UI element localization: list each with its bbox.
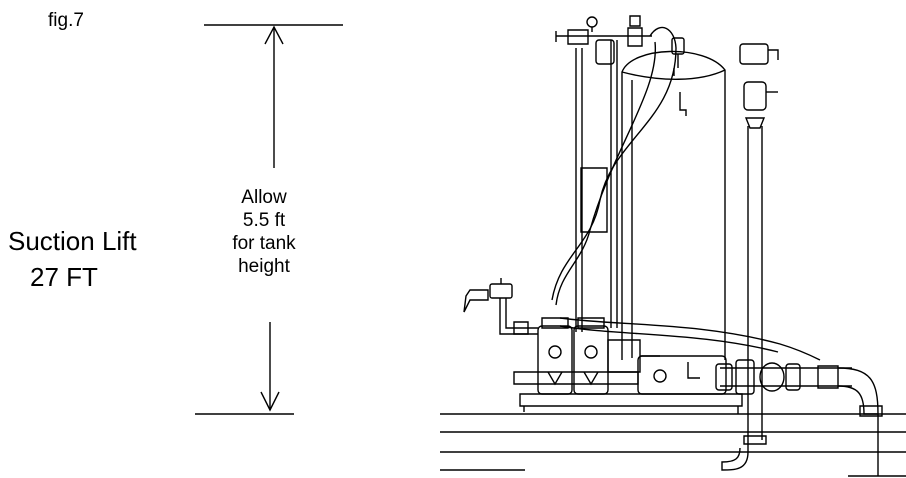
union-coupling: [786, 364, 800, 390]
discharge-elbow-top: [768, 50, 778, 60]
column-handle: [464, 290, 488, 312]
calibration-column: [464, 278, 538, 334]
pump-left-head: [542, 318, 568, 328]
discharge-pipe: [722, 44, 778, 470]
tank-outlet-elbow: [688, 362, 700, 378]
discharge-elbow-bottom: [722, 440, 748, 470]
pressure-gauge: [587, 17, 597, 27]
dimension-label-line-2: 5.5 ft: [242, 210, 286, 231]
suction-line: [716, 360, 882, 416]
pump-right-check: [584, 372, 598, 384]
ball-valve: [760, 363, 784, 391]
tank-top-probe: [672, 38, 684, 68]
pump-left-check: [548, 372, 562, 384]
flow-meter: [581, 168, 607, 232]
dimension-down-arrowhead: [261, 392, 279, 410]
pipe-coupling-right: [818, 366, 838, 388]
column-drain-arm-2: [506, 298, 538, 328]
valve-block-right: [628, 28, 642, 46]
valve-block-left: [568, 30, 588, 44]
hose-main: [552, 27, 676, 300]
skid-base: [520, 394, 742, 406]
tank-top-rim: [622, 70, 725, 79]
suction-valve-2: [736, 360, 754, 394]
tank-fitting: [680, 92, 686, 116]
tank-drain-port: [654, 370, 666, 382]
suction-lift-value: 27 FT: [30, 262, 98, 292]
pump-left-body: [538, 326, 572, 394]
hose-lower-2: [560, 326, 778, 352]
feed-hoses: [552, 27, 820, 360]
suction-valve-1: [716, 364, 732, 390]
dimension-label: Allow 5.5 ft for tank height: [214, 186, 314, 278]
pump-right-dial: [585, 346, 597, 358]
column-valve: [514, 322, 528, 334]
ground-lines: [440, 414, 906, 476]
supply-riser: [556, 16, 652, 332]
suction-drop-elbow: [838, 368, 878, 414]
pump-mount-plate: [514, 372, 638, 384]
dimension-label-line-4: height: [238, 256, 290, 277]
column-cap: [490, 284, 512, 298]
hose-lower: [560, 318, 820, 360]
figure-label: fig.7: [48, 10, 84, 31]
pump-left-dial: [549, 346, 561, 358]
tank-base-sump: [638, 356, 726, 394]
discharge-tee: [740, 44, 768, 64]
dimension-label-line-1: Allow: [241, 187, 287, 208]
suction-drop-coupling: [860, 406, 882, 416]
discharge-coupling: [744, 436, 766, 444]
storage-tank: [622, 51, 726, 394]
tank-body: [622, 51, 725, 360]
pump-skid: [514, 318, 742, 414]
union-fitting: [744, 117, 766, 129]
filter-housing: [596, 40, 614, 64]
hose-secondary: [556, 42, 655, 305]
dimension-label-line-3: for tank: [232, 233, 296, 254]
tank-height-dimension: [195, 25, 343, 414]
pump-side-panel: [608, 340, 640, 372]
dimension-up-arrowhead: [265, 27, 283, 44]
suction-lift-title: Suction Lift: [8, 226, 137, 256]
pump-right-head: [578, 318, 604, 328]
check-valve: [744, 82, 766, 110]
gauge-right: [630, 16, 640, 26]
